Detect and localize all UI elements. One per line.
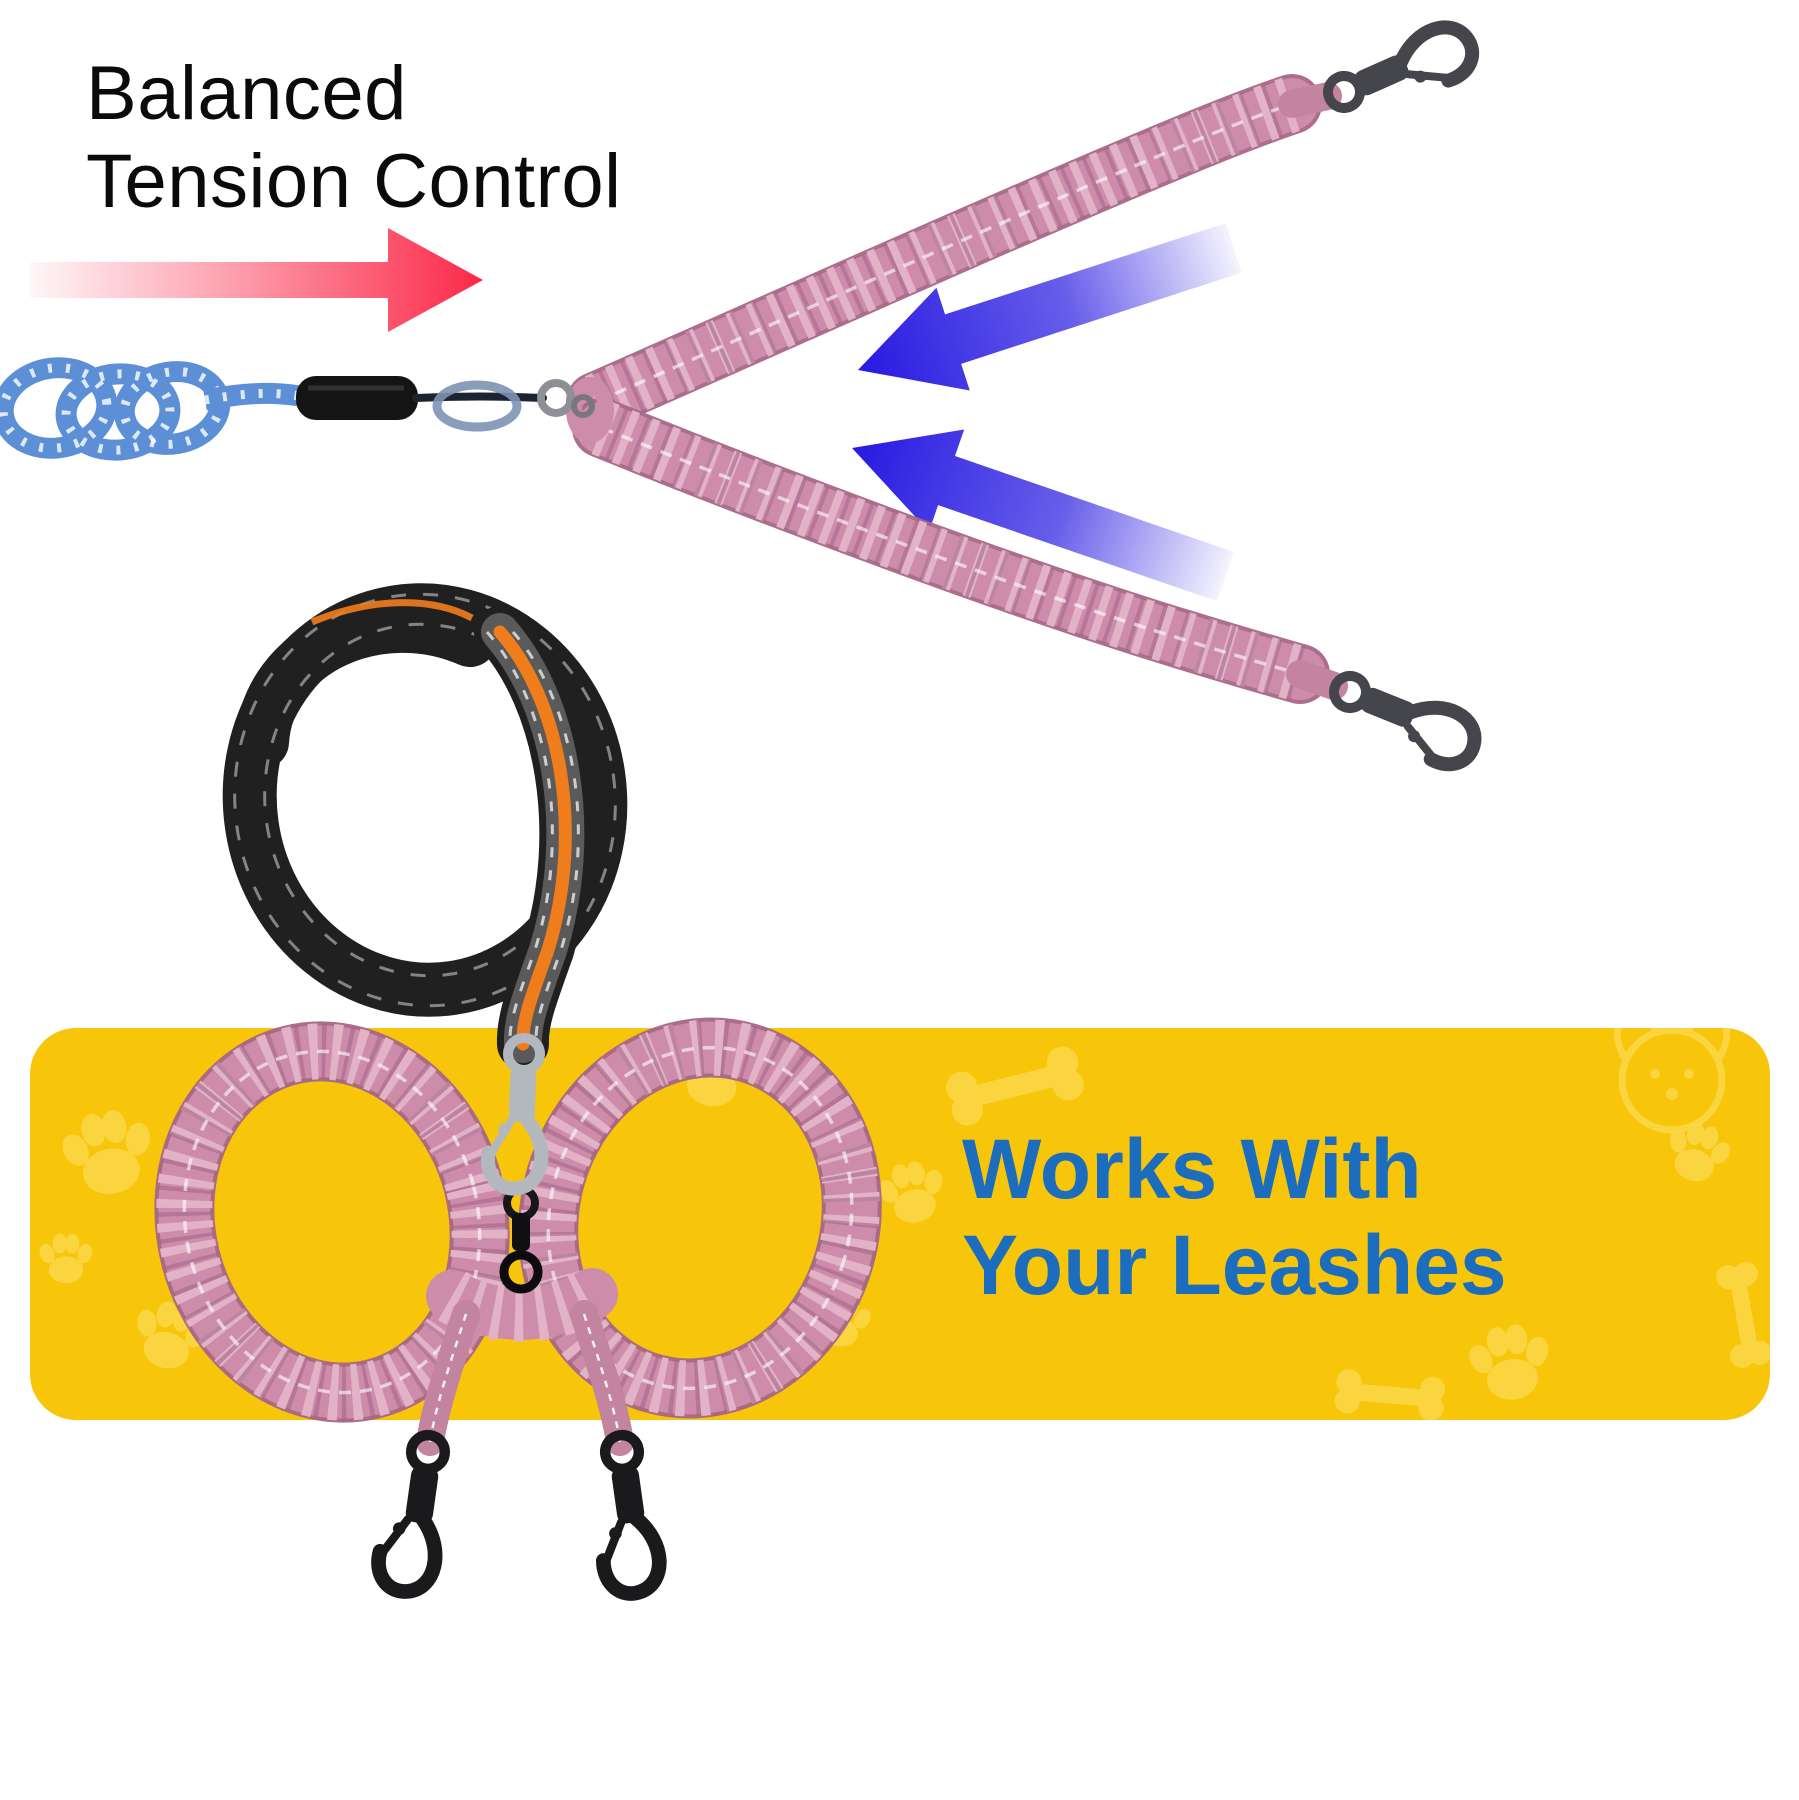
leash-front-strap bbox=[474, 606, 592, 1070]
red-arrow-icon bbox=[30, 228, 483, 332]
headline-line1: Balanced bbox=[86, 51, 407, 136]
banner-caption-line2: Your Leashes bbox=[962, 1217, 1507, 1312]
paw-print-icon bbox=[871, 1155, 953, 1230]
banner-caption: Works With Your Leashes bbox=[962, 1122, 1507, 1314]
leash-handle-fold bbox=[235, 598, 497, 769]
paw-print-icon bbox=[1462, 1319, 1559, 1406]
bungee-splitter-v bbox=[566, 18, 1483, 773]
leash-orange-edge bbox=[310, 599, 474, 626]
bone-icon bbox=[1714, 1260, 1770, 1370]
coiled-black-leash bbox=[222, 583, 628, 1070]
annotation-arrows bbox=[30, 196, 1251, 628]
upper-webbing-end bbox=[1278, 82, 1342, 118]
swivel-ring bbox=[537, 379, 575, 417]
paw-print-icon bbox=[37, 1233, 95, 1284]
rope-loop bbox=[432, 380, 522, 432]
snap-hook-black-left bbox=[375, 1431, 452, 1596]
center-connection bbox=[487, 1037, 546, 1294]
snap-hook-top-right bbox=[1321, 18, 1481, 128]
paw-print-icon bbox=[53, 1103, 163, 1202]
rope-sleeve bbox=[296, 376, 418, 420]
lower-webbing-end bbox=[1286, 660, 1348, 700]
swivel-body bbox=[512, 1213, 530, 1251]
swivel-bottom-ring bbox=[499, 1250, 543, 1294]
headline-line2: Tension Control bbox=[86, 139, 622, 225]
dog-face-icon bbox=[1617, 1017, 1727, 1130]
headline: Balanced Tension Control bbox=[86, 50, 622, 226]
banner-caption-line1: Works With bbox=[962, 1122, 1422, 1216]
bungee-splitter-coiled bbox=[149, 1011, 892, 1597]
blue-rope-leash bbox=[0, 357, 595, 461]
snap-hook-black-right bbox=[586, 1432, 663, 1597]
swivel-link bbox=[571, 394, 595, 418]
bone-icon bbox=[942, 1043, 1088, 1129]
bone-icon bbox=[1333, 1368, 1447, 1420]
bungee-loop-right bbox=[508, 1011, 891, 1424]
